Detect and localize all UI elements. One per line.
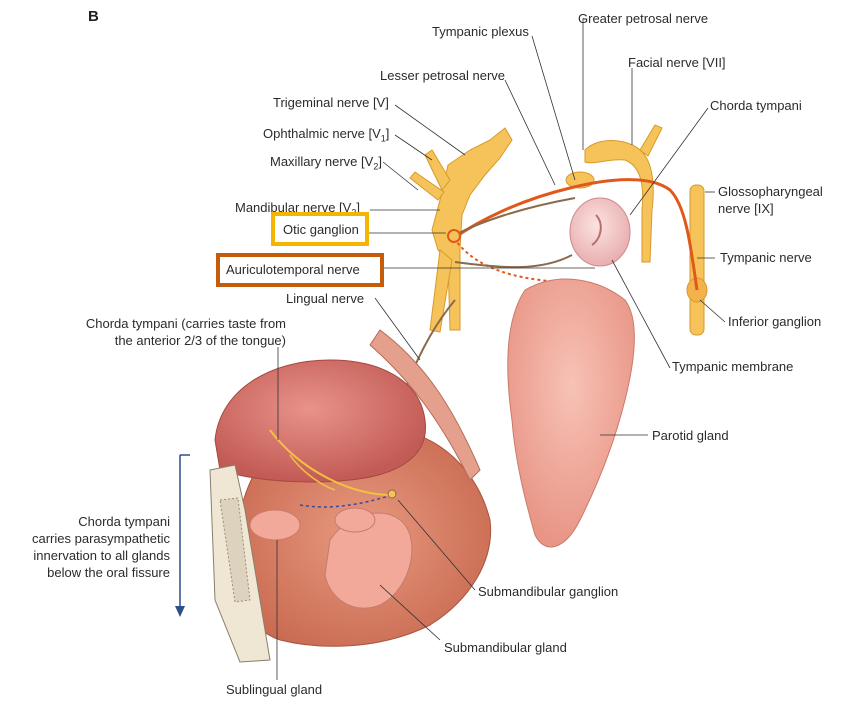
label-lingual-nerve: Lingual nerve — [286, 291, 364, 307]
label-chorda-para-3: innervation to all glands — [20, 548, 170, 564]
label-tympanic-membrane: Tympanic membrane — [672, 359, 793, 375]
otic-ganglion-node — [448, 230, 460, 242]
label-sublingual-gland: Sublingual gland — [226, 682, 322, 698]
label-tympanic-nerve: Tympanic nerve — [720, 250, 812, 266]
tympanic-membrane-shape — [570, 198, 630, 266]
label-glossopharyngeal-2: nerve [IX] — [718, 201, 774, 217]
label-maxillary-nerve: Maxillary nerve [V2] — [270, 154, 382, 175]
label-chorda-tympani-top: Chorda tympani — [710, 98, 802, 114]
label-ophthalmic-nerve: Ophthalmic nerve [V1] — [263, 126, 389, 147]
label-otic-ganglion: Otic ganglion — [283, 222, 359, 238]
label-glossopharyngeal-1: Glossopharyngeal — [718, 184, 823, 200]
label-chorda-taste-2: the anterior 2/3 of the tongue) — [46, 333, 286, 349]
label-submandibular-gland: Submandibular gland — [444, 640, 567, 656]
label-lesser-petrosal-nerve: Lesser petrosal nerve — [380, 68, 505, 84]
sublingual-gland-shape — [250, 510, 300, 540]
panel-letter: B — [88, 8, 99, 25]
trigeminal-nerve-shape — [410, 128, 512, 332]
tongue-shape — [215, 360, 426, 482]
label-trigeminal-nerve: Trigeminal nerve [V] — [273, 95, 389, 111]
submandibular-ganglion-node — [388, 490, 396, 498]
label-greater-petrosal-nerve: Greater petrosal nerve — [578, 11, 708, 27]
glossopharyngeal-shape — [687, 185, 707, 335]
label-chorda-para-2: carries parasympathetic — [20, 531, 170, 547]
label-chorda-para-1: Chorda tympani — [20, 514, 170, 530]
label-submandibular-ganglion: Submandibular ganglion — [478, 584, 618, 600]
chorda-arrow — [175, 455, 190, 617]
label-parotid-gland: Parotid gland — [652, 428, 729, 444]
parotid-gland-shape — [508, 279, 635, 547]
label-chorda-para-4: below the oral fissure — [20, 565, 170, 581]
label-inferior-ganglion: Inferior ganglion — [728, 314, 821, 330]
label-tympanic-plexus: Tympanic plexus — [432, 24, 529, 40]
label-auriculotemporal-nerve: Auriculotemporal nerve — [226, 262, 360, 278]
label-facial-nerve: Facial nerve [VII] — [628, 55, 726, 71]
label-chorda-taste-1: Chorda tympani (carries taste from — [46, 316, 286, 332]
